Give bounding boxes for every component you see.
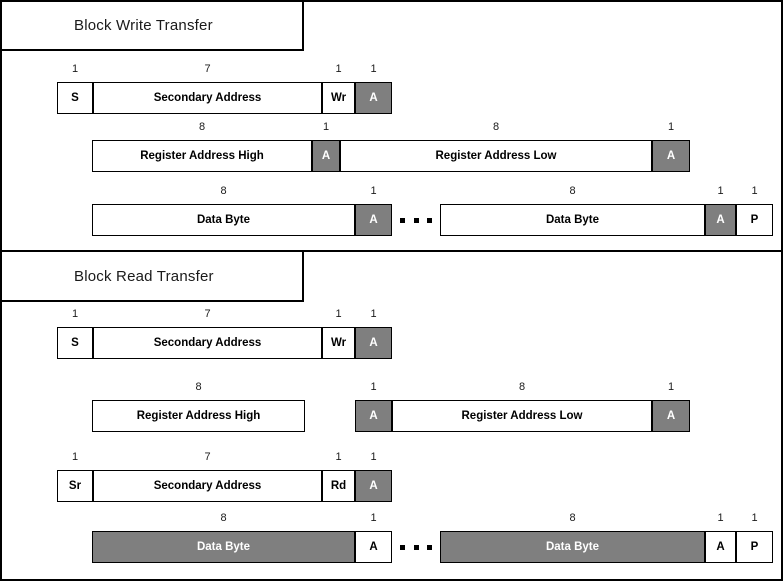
bit-count-label: 1 — [71, 63, 79, 75]
write-bit-cell: Wr — [322, 82, 355, 114]
start-cell: S — [57, 82, 93, 114]
bit-count-label: 8 — [198, 121, 206, 133]
ellipsis-dot — [427, 217, 432, 223]
ack-cell: A — [355, 82, 392, 114]
ack-cell: A — [705, 204, 736, 236]
bit-count-label: 1 — [370, 451, 377, 463]
bit-count-label: 1 — [71, 451, 79, 463]
ack-cell: A — [652, 140, 690, 172]
write-bit-cell: Wr — [322, 327, 355, 359]
ellipsis-dot — [413, 544, 419, 550]
stop-cell: P — [736, 204, 773, 236]
bit-count-label: 8 — [220, 512, 227, 524]
secondary-address-cell: Secondary Address — [93, 82, 322, 114]
section-title: Block Write Transfer — [74, 17, 213, 34]
bit-count-label: 1 — [751, 185, 758, 197]
start-cell: S — [57, 327, 93, 359]
bit-count-label: 1 — [717, 185, 724, 197]
bit-count-label: 7 — [204, 451, 211, 463]
data-byte-cell: Data Byte — [92, 531, 355, 563]
ack-cell: A — [355, 327, 392, 359]
bit-count-label: 1 — [751, 512, 758, 524]
read-bit-cell: Rd — [322, 470, 355, 502]
bit-count-label: 7 — [204, 63, 211, 75]
bit-count-label: 1 — [370, 381, 377, 393]
register-address-low-cell: Register Address Low — [392, 400, 652, 432]
secondary-address-cell: Secondary Address — [93, 470, 322, 502]
bit-count-label: 1 — [322, 121, 330, 133]
ack-cell: A — [652, 400, 690, 432]
ellipsis-dot — [400, 544, 405, 550]
section-divider — [0, 250, 783, 252]
bit-count-label: 1 — [71, 308, 79, 320]
bit-count-label: 1 — [335, 63, 342, 75]
stop-cell: P — [736, 531, 773, 563]
ellipsis-dot — [413, 217, 419, 223]
bit-count-label: 8 — [220, 185, 227, 197]
ack-cell: A — [312, 140, 340, 172]
repeated-start-cell: Sr — [57, 470, 93, 502]
bit-count-label: 8 — [569, 185, 576, 197]
bit-count-label: 1 — [370, 512, 377, 524]
data-byte-cell: Data Byte — [440, 531, 705, 563]
bit-count-label: 1 — [370, 308, 377, 320]
bit-count-label: 8 — [195, 381, 202, 393]
repeat-ellipsis — [400, 204, 432, 236]
bit-count-label: 1 — [667, 381, 675, 393]
bit-count-label: 1 — [335, 308, 342, 320]
ack-cell: A — [355, 400, 392, 432]
bit-count-label: 1 — [717, 512, 724, 524]
bit-count-label: 1 — [667, 121, 675, 133]
bit-count-label: 7 — [204, 308, 211, 320]
register-address-high-cell: Register Address High — [92, 140, 312, 172]
register-address-low-cell: Register Address Low — [340, 140, 652, 172]
ack-cell: A — [355, 204, 392, 236]
ellipsis-dot — [400, 217, 405, 223]
data-byte-cell: Data Byte — [440, 204, 705, 236]
bit-count-label: 1 — [370, 63, 377, 75]
register-address-high-cell: Register Address High — [92, 400, 305, 432]
bit-count-label: 8 — [492, 121, 500, 133]
bit-count-label: 1 — [370, 185, 377, 197]
section-title: Block Read Transfer — [74, 267, 214, 285]
ack-cell: A — [705, 531, 736, 563]
bit-count-label: 1 — [335, 451, 342, 463]
section-title-box-block-write-transfer: Block Write Transfer — [0, 0, 304, 51]
ellipsis-dot — [427, 544, 432, 550]
ack-cell: A — [355, 531, 392, 563]
repeat-ellipsis — [400, 531, 432, 563]
bit-count-label: 8 — [518, 381, 526, 393]
secondary-address-cell: Secondary Address — [93, 327, 322, 359]
bit-count-label: 8 — [569, 512, 576, 524]
ack-cell: A — [355, 470, 392, 502]
section-title-box-block-read-transfer: Block Read Transfer — [0, 250, 304, 302]
data-byte-cell: Data Byte — [92, 204, 355, 236]
